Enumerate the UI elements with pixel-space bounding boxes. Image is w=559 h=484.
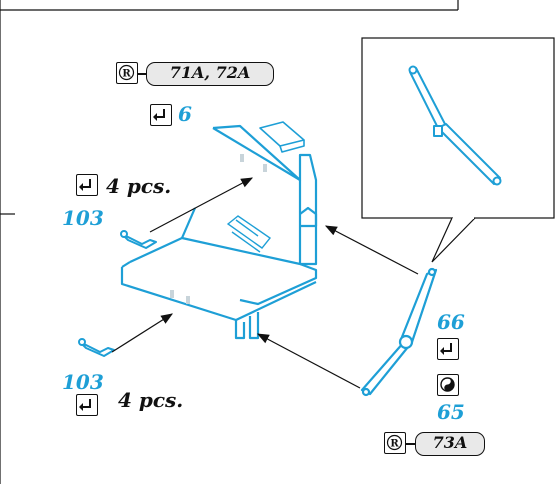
handle-103-top xyxy=(120,230,157,249)
r-badge-icon: R xyxy=(116,62,138,84)
handle-103-bottom xyxy=(78,338,115,357)
svg-text:R: R xyxy=(122,69,131,80)
screwdriver-icon xyxy=(150,104,172,126)
part-number-6: 6 xyxy=(178,102,192,126)
svg-text:R: R xyxy=(390,439,399,450)
screwdriver-icon xyxy=(76,394,98,416)
part-number-65: 65 xyxy=(437,400,465,424)
hinge xyxy=(226,215,272,253)
part-number-103-top: 103 xyxy=(62,206,104,230)
cabinet-panels xyxy=(120,121,318,340)
ref-connector xyxy=(406,443,416,445)
screwdriver-icon xyxy=(76,174,98,196)
screwdriver-icon xyxy=(437,338,459,360)
part-number-66: 66 xyxy=(437,310,465,334)
quantity-bottom: 4 pcs. xyxy=(118,388,184,412)
glue-icon xyxy=(437,374,459,396)
panel-shading xyxy=(170,154,267,304)
frame-lines xyxy=(0,0,459,484)
quantity-top: 4 pcs. xyxy=(106,174,172,198)
part-number-103-bottom: 103 xyxy=(62,370,104,394)
arrows xyxy=(111,177,419,389)
ref-pill-bottom: 73A xyxy=(415,432,485,456)
ref-connector xyxy=(138,73,147,75)
detail-inset xyxy=(361,37,555,263)
long-bracket xyxy=(360,267,438,397)
ref-pill-top: 71A, 72A xyxy=(146,62,274,86)
detail-bracket xyxy=(408,65,502,186)
r-badge-icon: R xyxy=(384,432,406,454)
